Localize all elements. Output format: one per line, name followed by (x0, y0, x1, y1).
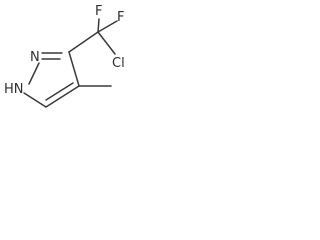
atom-label-n: N (30, 50, 40, 65)
atom-label-nh: HN (4, 82, 24, 97)
bond-n1-n2 (28, 62, 40, 85)
atom-label-cl: Cl (112, 56, 125, 71)
bond-c5-n1 (23, 92, 47, 108)
bond-c3-cf2cl (68, 31, 99, 53)
bond-c3-c4 (68, 51, 80, 87)
atom-label-f-right: F (117, 10, 124, 25)
bond-c4-c5 (45, 85, 80, 108)
bond-c4-c5-double (45, 82, 74, 101)
bond-c-f-right (97, 20, 118, 33)
bond-c-f-upper (97, 18, 100, 33)
atom-label-f-upper: F (95, 4, 102, 19)
structure-diagram: HN N F F Cl (4, 4, 125, 108)
bond-c-cl (97, 31, 116, 55)
